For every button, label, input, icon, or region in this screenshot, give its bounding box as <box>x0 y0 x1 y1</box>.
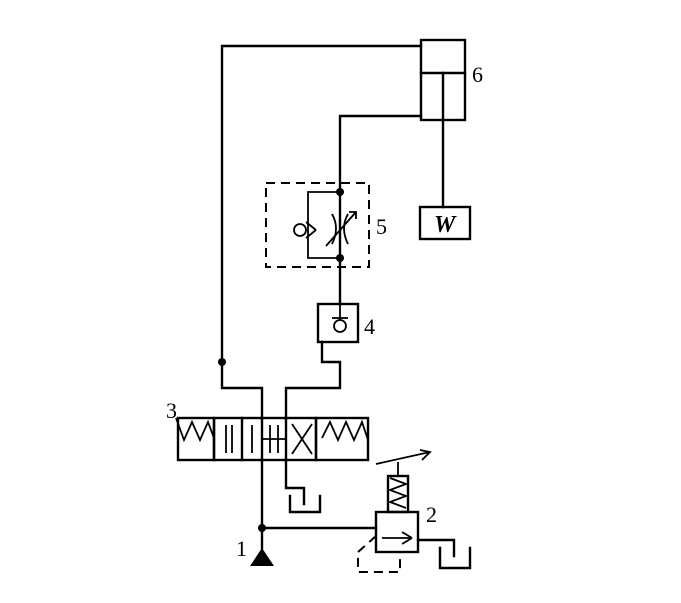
throttle-valve-label: 5 <box>376 214 387 239</box>
throttle-check-valve <box>265 182 370 268</box>
check-valve <box>316 302 360 344</box>
load-box <box>418 205 472 241</box>
directional-valve-label: 3 <box>166 398 177 423</box>
relief-valve <box>357 449 472 573</box>
cylinder-label: 6 <box>472 62 483 87</box>
relief-valve-label: 2 <box>426 502 437 527</box>
hydraulic-cylinder <box>419 38 467 209</box>
pump-line <box>258 458 378 550</box>
load-label: W <box>434 212 457 238</box>
cylinder-bottom-line <box>338 114 423 194</box>
check-to-directional-line <box>284 340 342 420</box>
pump <box>250 548 274 566</box>
pump-label: 1 <box>236 536 247 561</box>
tank-directional <box>284 458 322 514</box>
check-valve-label: 4 <box>364 314 375 339</box>
directional-valve <box>175 416 370 462</box>
cylinder-top-line <box>218 44 423 420</box>
